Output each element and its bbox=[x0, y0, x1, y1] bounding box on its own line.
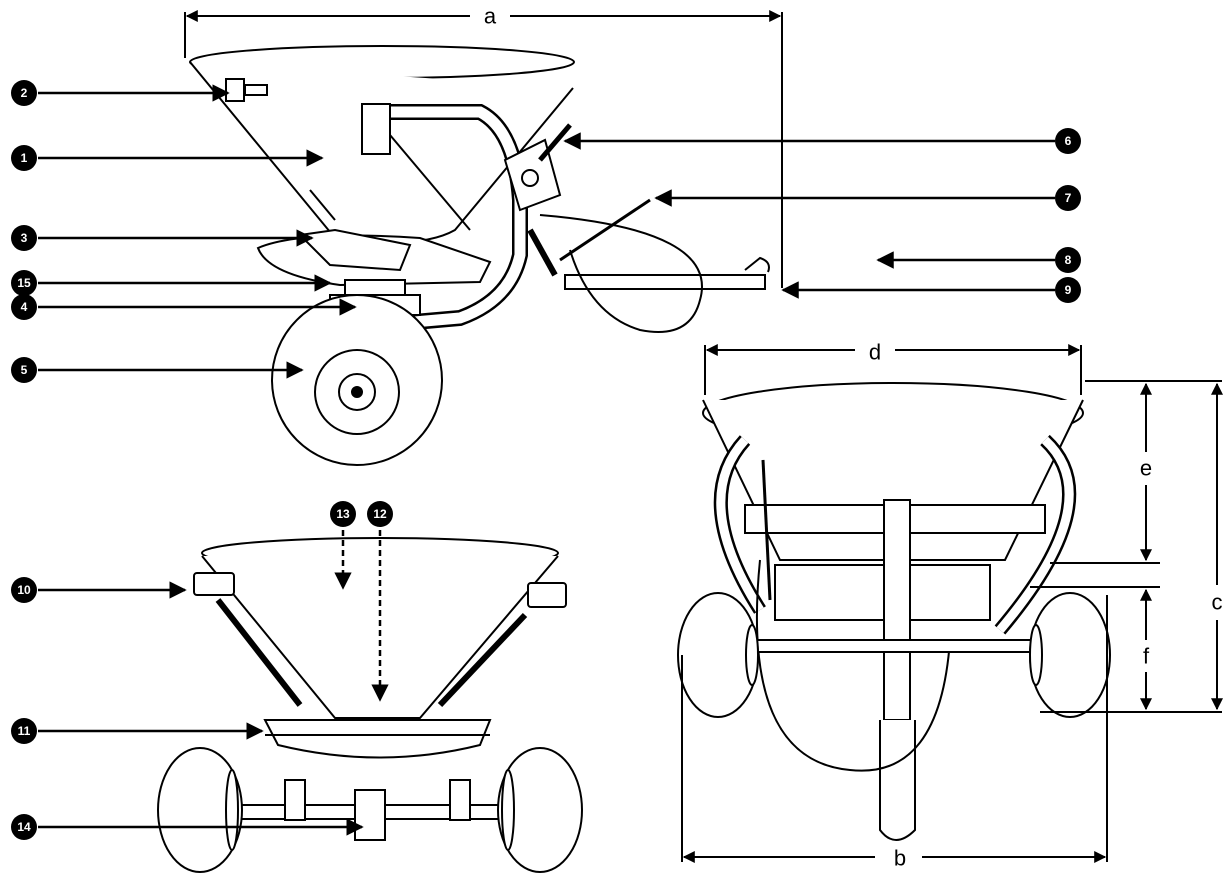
dimension-labels: a d e c f b bbox=[484, 4, 1223, 871]
side-wheel bbox=[271, 294, 443, 466]
svg-text:2: 2 bbox=[21, 86, 28, 100]
svg-text:3: 3 bbox=[21, 231, 28, 245]
callout-2: 2 bbox=[11, 80, 37, 106]
svg-text:7: 7 bbox=[1065, 191, 1072, 205]
callout-10: 10 bbox=[11, 577, 37, 603]
svg-text:5: 5 bbox=[21, 363, 28, 377]
dimension-lines bbox=[184, 10, 1223, 863]
svg-text:14: 14 bbox=[17, 820, 31, 834]
dimension-label-d: d bbox=[869, 340, 881, 365]
callout-9: 9 bbox=[1055, 277, 1081, 303]
callouts: 2 1 3 15 4 5 6 7 8 9 10 11 14 13 12 bbox=[11, 80, 1081, 840]
svg-text:11: 11 bbox=[18, 724, 31, 738]
svg-text:12: 12 bbox=[373, 507, 387, 521]
svg-text:10: 10 bbox=[17, 583, 31, 597]
svg-text:6: 6 bbox=[1065, 134, 1072, 148]
dimension-label-f: f bbox=[1143, 644, 1150, 669]
callout-14: 14 bbox=[11, 814, 37, 840]
dimension-label-c: c bbox=[1212, 590, 1223, 615]
rear-axle bbox=[157, 747, 583, 873]
callout-1: 1 bbox=[11, 145, 37, 171]
svg-text:1: 1 bbox=[21, 151, 28, 165]
front-towbar bbox=[755, 459, 951, 841]
callout-13: 13 bbox=[330, 501, 356, 527]
svg-text:8: 8 bbox=[1065, 253, 1072, 267]
leader-lines bbox=[38, 84, 1055, 836]
dimension-label-e: e bbox=[1140, 456, 1152, 481]
svg-text:15: 15 bbox=[17, 276, 31, 290]
callout-4: 4 bbox=[11, 294, 37, 320]
callout-15: 15 bbox=[11, 270, 37, 296]
rear-view bbox=[157, 537, 583, 873]
front-hopper bbox=[702, 382, 1084, 635]
side-frame bbox=[361, 103, 572, 333]
side-view bbox=[189, 45, 770, 466]
side-towbar bbox=[539, 198, 770, 333]
callout-6: 6 bbox=[1055, 128, 1081, 154]
front-axle bbox=[677, 592, 1111, 718]
rear-spinner bbox=[263, 719, 492, 759]
svg-text:4: 4 bbox=[21, 300, 28, 314]
callout-5: 5 bbox=[11, 357, 37, 383]
side-spinner bbox=[256, 228, 492, 316]
dimension-label-b: b bbox=[894, 846, 906, 871]
callout-3: 3 bbox=[11, 225, 37, 251]
dimension-label-a: a bbox=[484, 4, 497, 29]
front-view bbox=[677, 382, 1111, 841]
callout-7: 7 bbox=[1055, 185, 1081, 211]
callout-8: 8 bbox=[1055, 247, 1081, 273]
svg-text:9: 9 bbox=[1065, 283, 1072, 297]
callout-12: 12 bbox=[367, 501, 393, 527]
svg-text:13: 13 bbox=[336, 507, 350, 521]
callout-11: 11 bbox=[11, 718, 37, 744]
